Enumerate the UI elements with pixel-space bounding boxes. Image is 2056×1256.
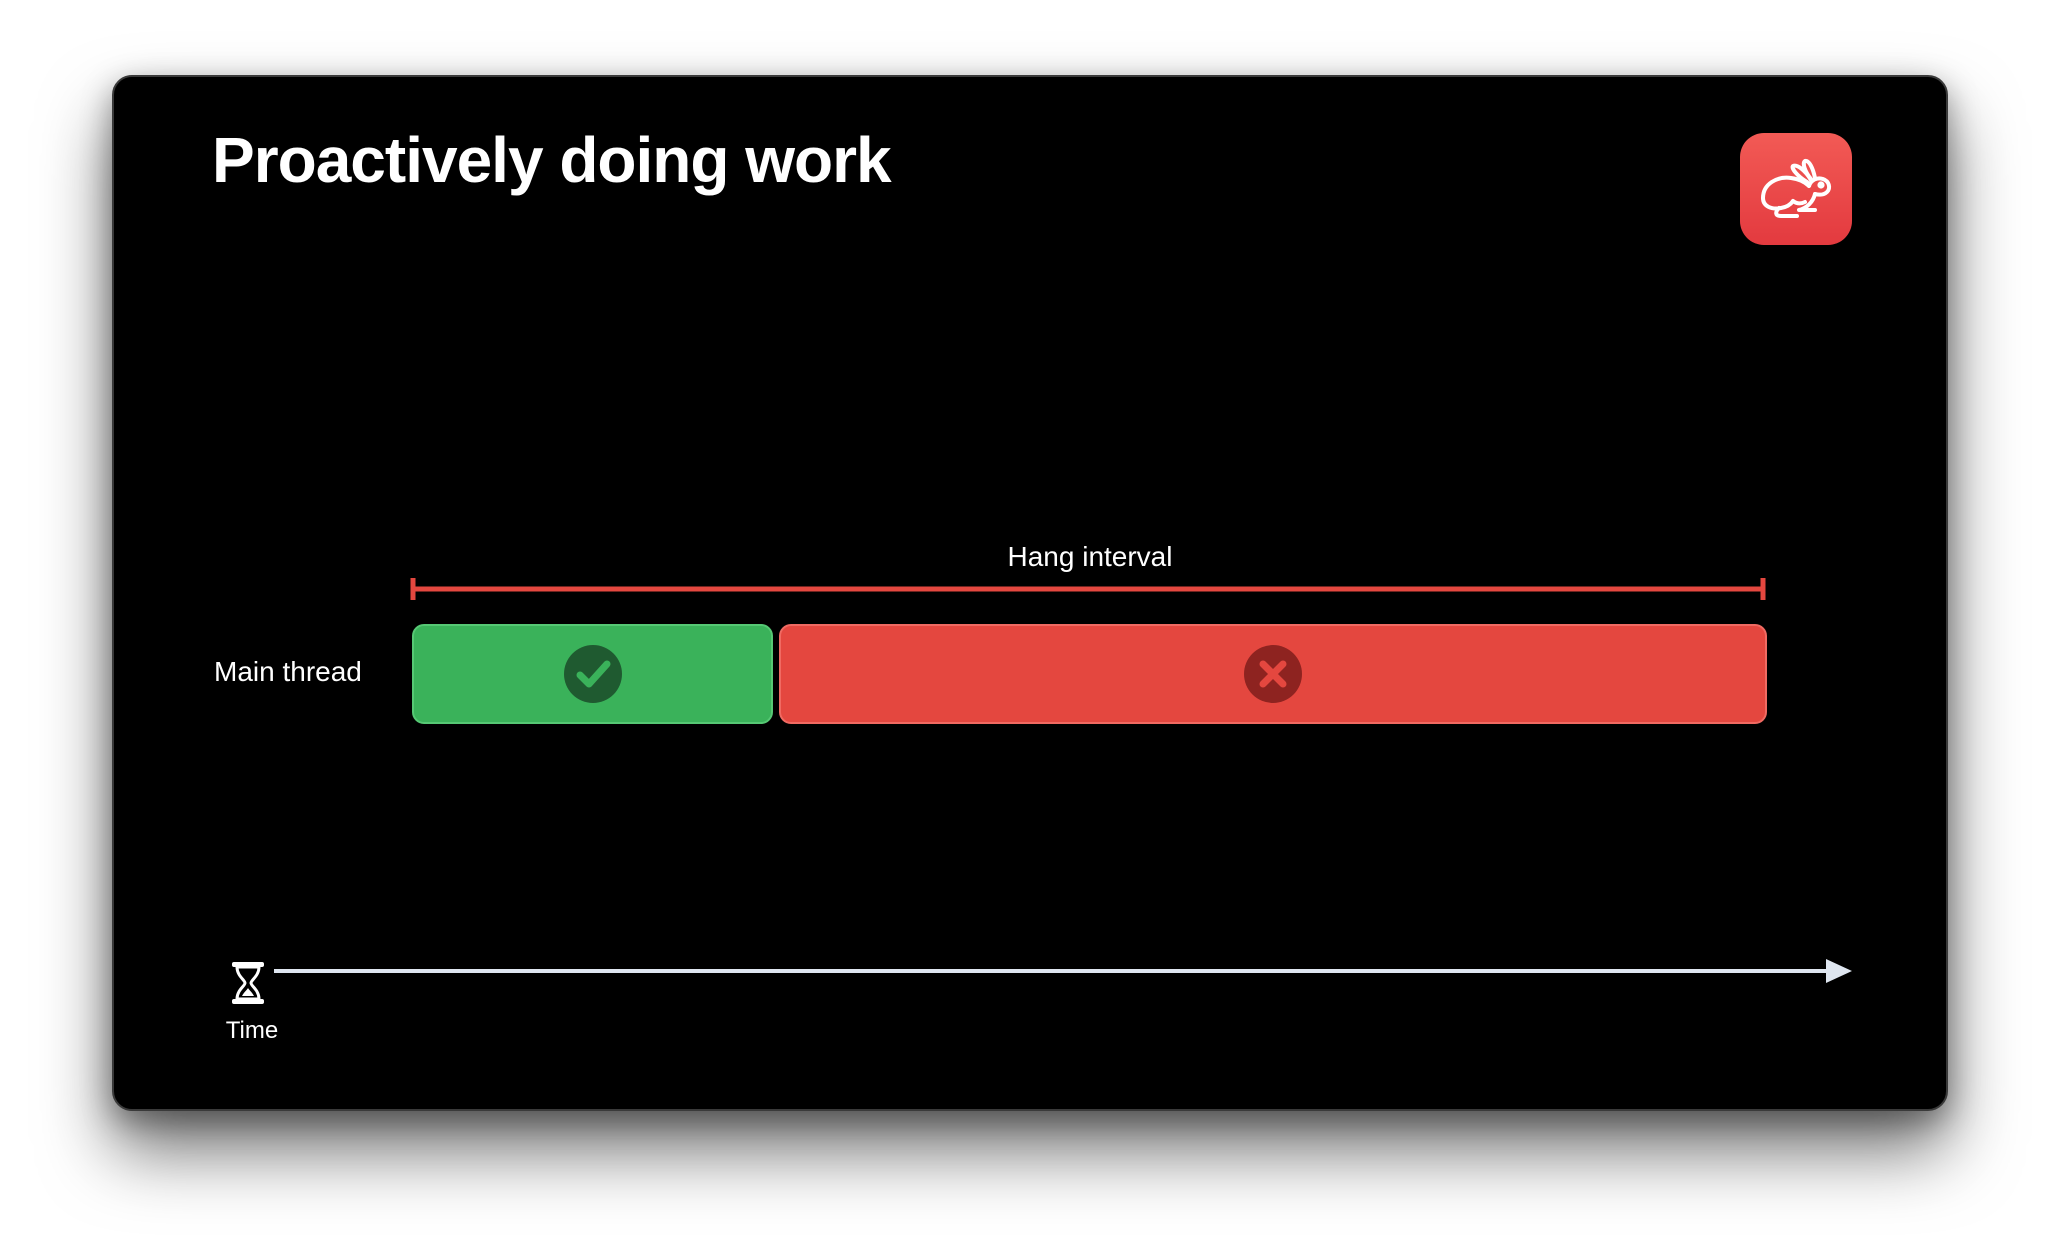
slide: Proactively doing work Hang interva [112,75,1948,1111]
hourglass-icon [232,962,264,1004]
xmark-circle-icon [1244,645,1302,703]
slide-title: Proactively doing work [212,124,892,196]
hang-work-segment [779,624,1767,724]
main-thread-label: Main thread [214,656,362,687]
time-label: Time [225,1017,279,1044]
checkmark-circle-icon [563,645,622,703]
responsive-work-segment [412,624,773,724]
time-axis-arrow [274,959,1852,983]
hang-interval-label: Hang interval [1007,541,1173,572]
hang-interval-bracket [410,578,1766,600]
rabbit-icon [1740,133,1852,245]
